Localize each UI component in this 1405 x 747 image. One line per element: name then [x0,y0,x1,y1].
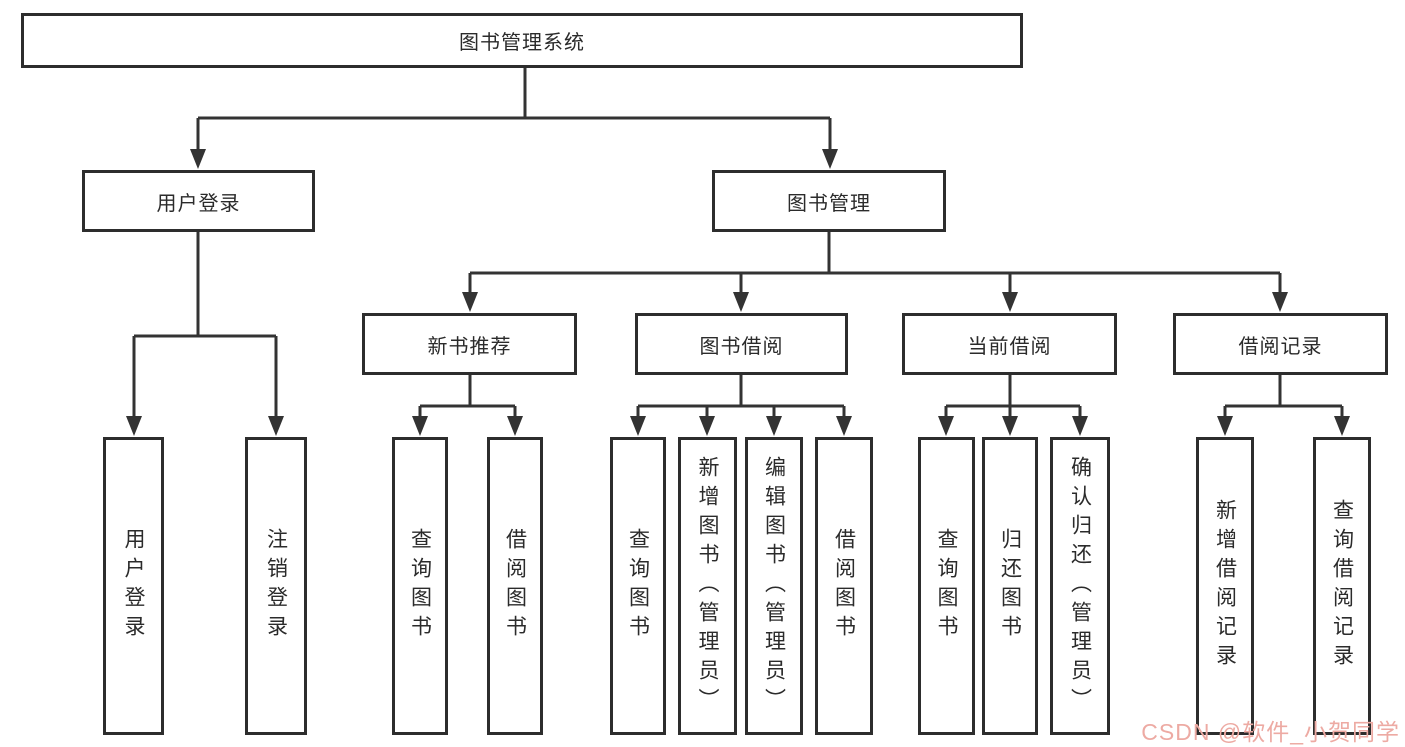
leaf-label: 用户登录 [122,528,145,644]
leaf-label: 借阅图书 [503,528,527,644]
leaf-label: 新增借阅记录 [1213,499,1237,673]
node-new-book-recommend: 新书推荐 [362,313,577,375]
leaf-label: 借阅图书 [832,528,856,644]
leaf-query-books-borrow: 查询图书 [610,437,666,735]
leaf-logout: 注销登录 [245,437,307,735]
leaf-query-books-recommend: 查询图书 [392,437,448,735]
leaf-borrow-books: 借阅图书 [815,437,873,735]
leaf-label: 查询图书 [935,528,958,644]
leaf-label: 新增图书（管理员） [696,455,719,717]
node-library-system: 图书管理系统 [21,13,1023,68]
leaf-label: 查询图书 [408,528,432,644]
leaf-return-book: 归还图书 [982,437,1038,735]
node-book-management: 图书管理 [712,170,946,232]
leaf-label: 编辑图书（管理员） [762,455,786,717]
leaf-label: 查询图书 [626,528,650,644]
node-borrow-records: 借阅记录 [1173,313,1388,375]
leaf-add-book-admin: 新增图书（管理员） [678,437,737,735]
leaf-label: 查询借阅记录 [1330,499,1354,673]
leaf-confirm-return-admin: 确认归还（管理员） [1050,437,1110,735]
leaf-add-borrow-record: 新增借阅记录 [1196,437,1254,735]
leaf-label: 归还图书 [998,528,1022,644]
node-user-login: 用户登录 [82,170,315,232]
node-current-borrowing: 当前借阅 [902,313,1117,375]
leaf-query-books-current: 查询图书 [918,437,975,735]
leaf-query-borrow-record: 查询借阅记录 [1313,437,1371,735]
leaf-borrow-books-recommend: 借阅图书 [487,437,543,735]
leaf-user-login: 用户登录 [103,437,164,735]
leaf-edit-book-admin: 编辑图书（管理员） [745,437,803,735]
node-book-borrowing: 图书借阅 [635,313,848,375]
leaf-label: 确认归还（管理员） [1068,455,1092,717]
leaf-label: 注销登录 [264,528,288,644]
